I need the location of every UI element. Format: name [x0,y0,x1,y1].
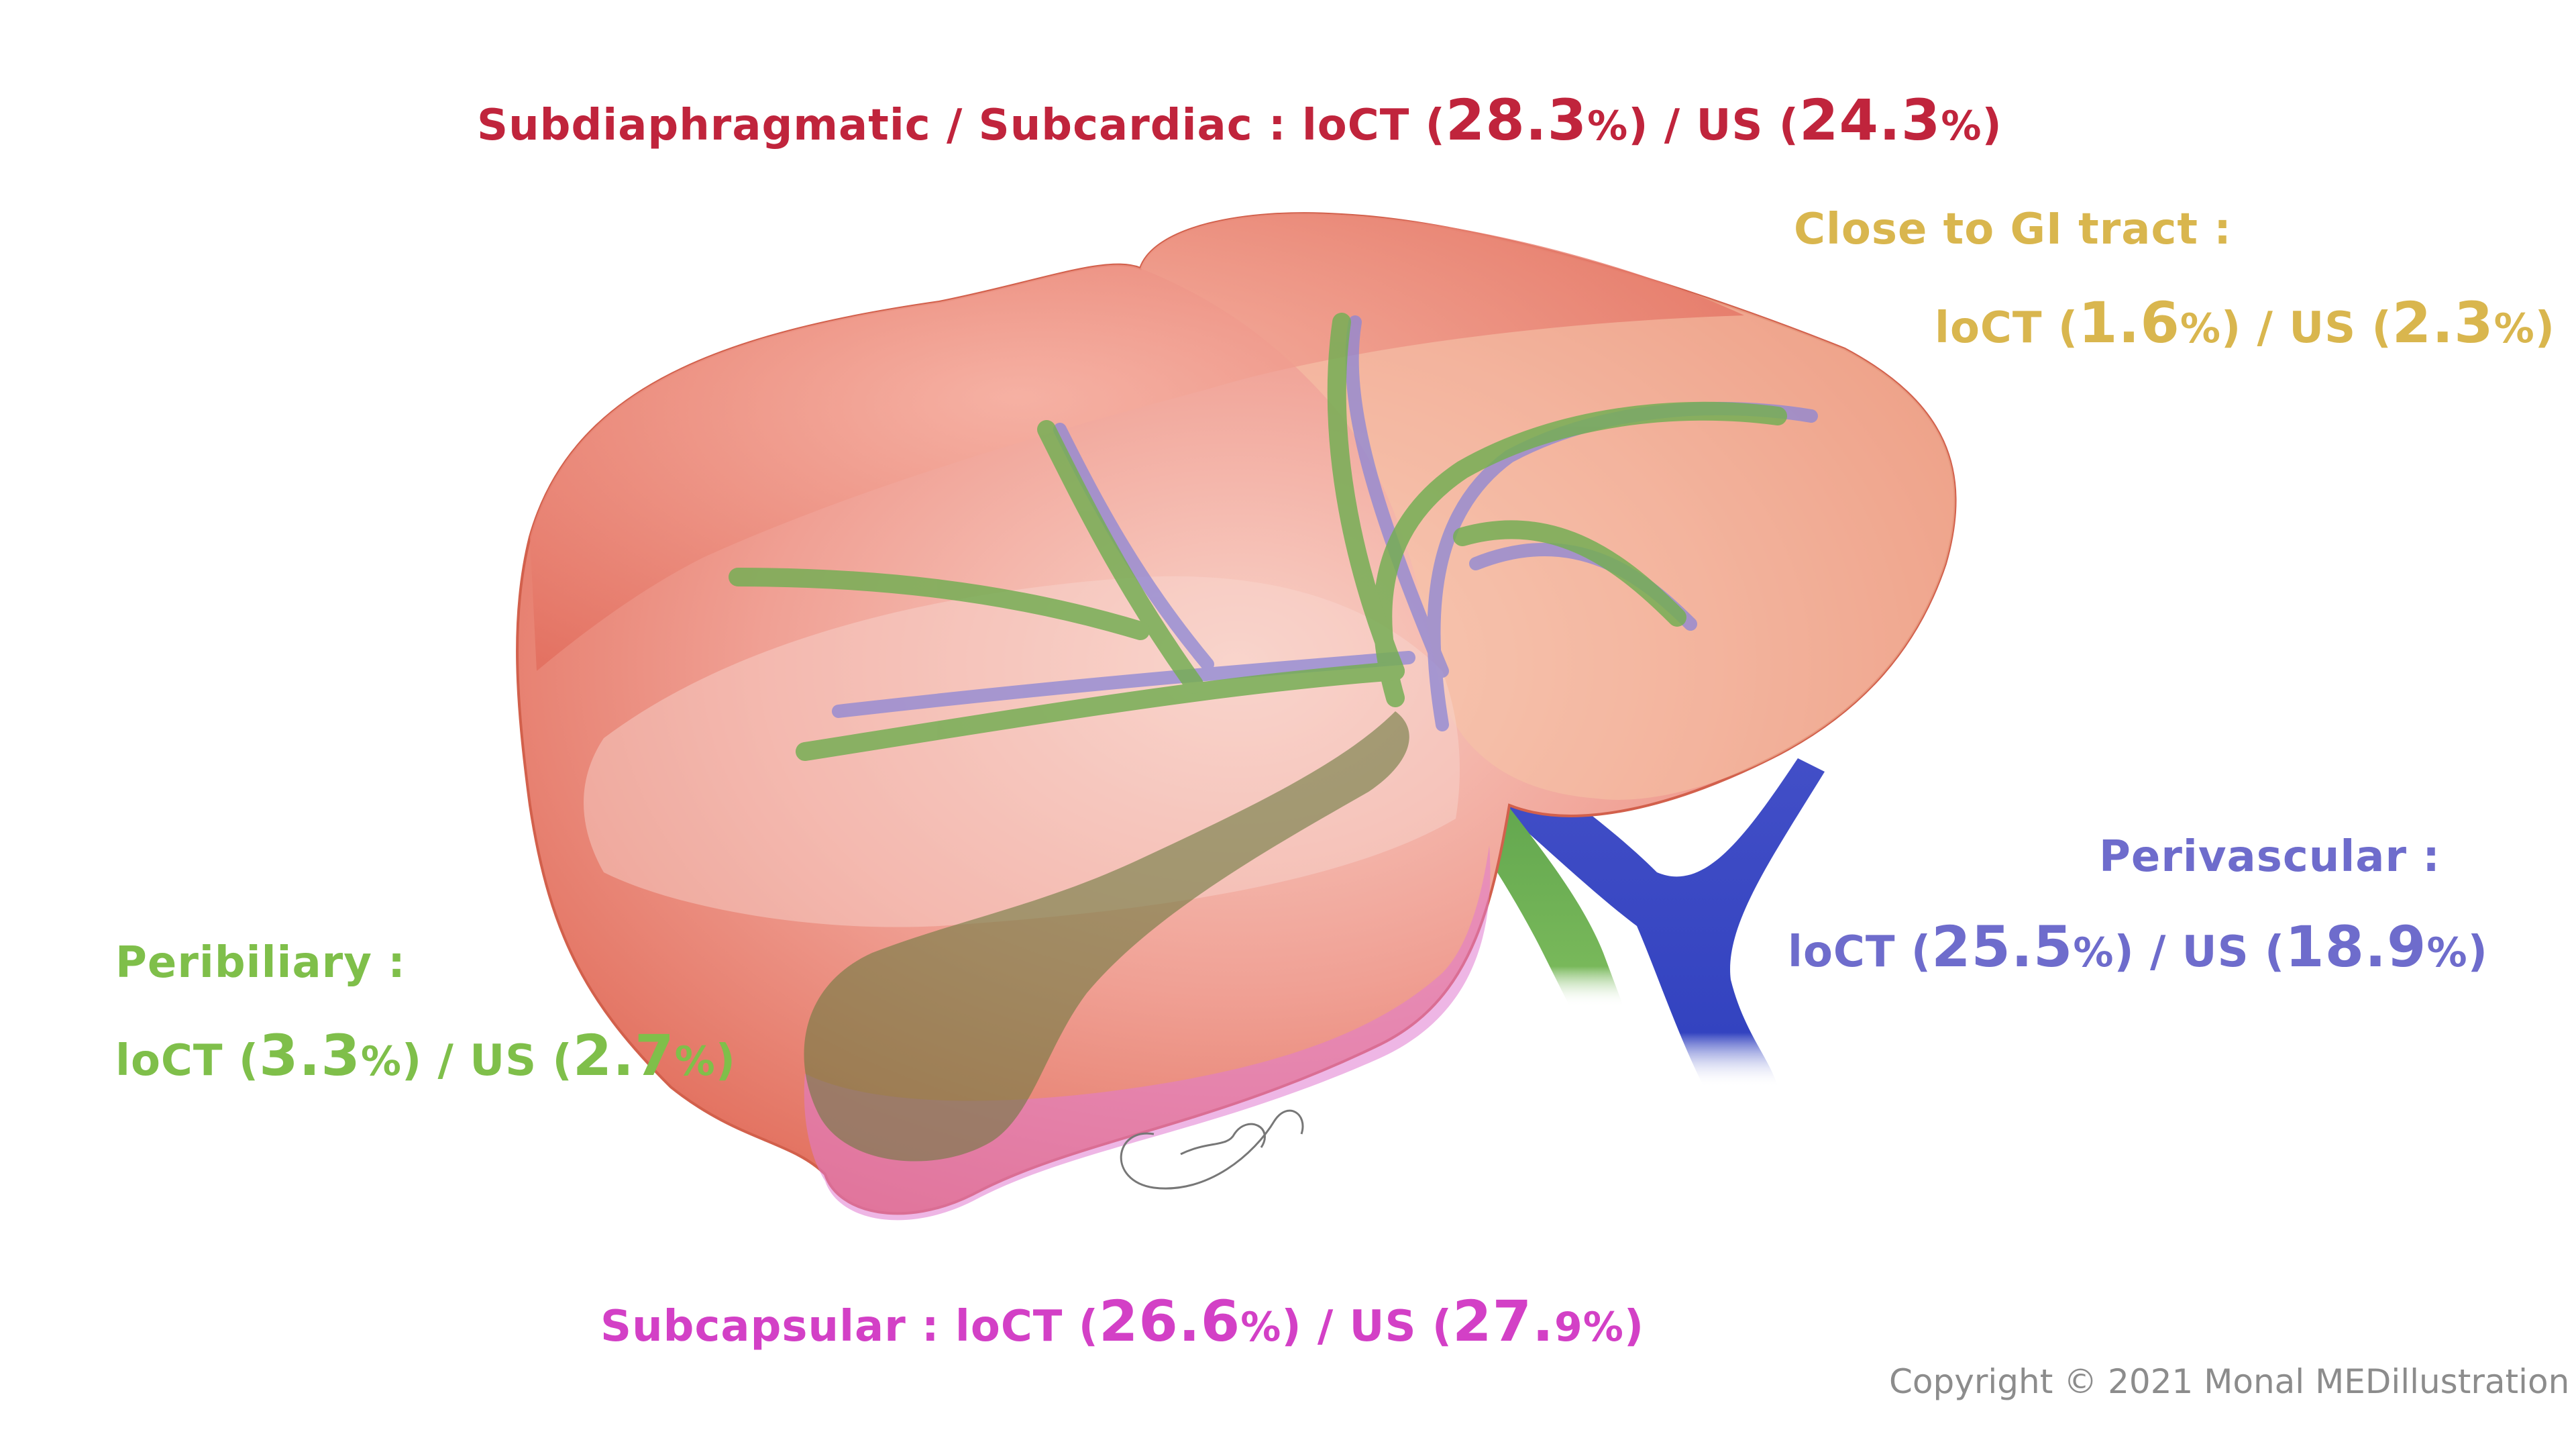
label-gi-tract-values: loCT (1.6%) / US (2.3%) [1935,290,2555,356]
artist-signature [1120,1109,1304,1190]
bile-duct-branches [729,313,1787,761]
liver-dome-shape [530,213,1744,671]
label-perivascular-values: loCT (25.5%) / US (18.9%) [1788,914,2488,980]
label-perivascular-title: Perivascular : [2099,832,2440,882]
label-peribiliary-values: loCT (3.3%) / US (2.7%) [115,1023,736,1088]
gallbladder-shape [804,711,1409,1162]
label-peribiliary-title: Peribiliary : [115,938,406,988]
copyright-notice: Copyright © 2021 Monal MEDillustration [1889,1362,2570,1401]
label-gi-tract-title: Close to GI tract : [1794,205,2232,254]
label-subdiaphragmatic: Subdiaphragmatic / Subcardiac : loCT (28… [477,87,2002,153]
label-subcapsular: Subcapsular : loCT (26.6%) / US (27.9%) [600,1288,1645,1354]
